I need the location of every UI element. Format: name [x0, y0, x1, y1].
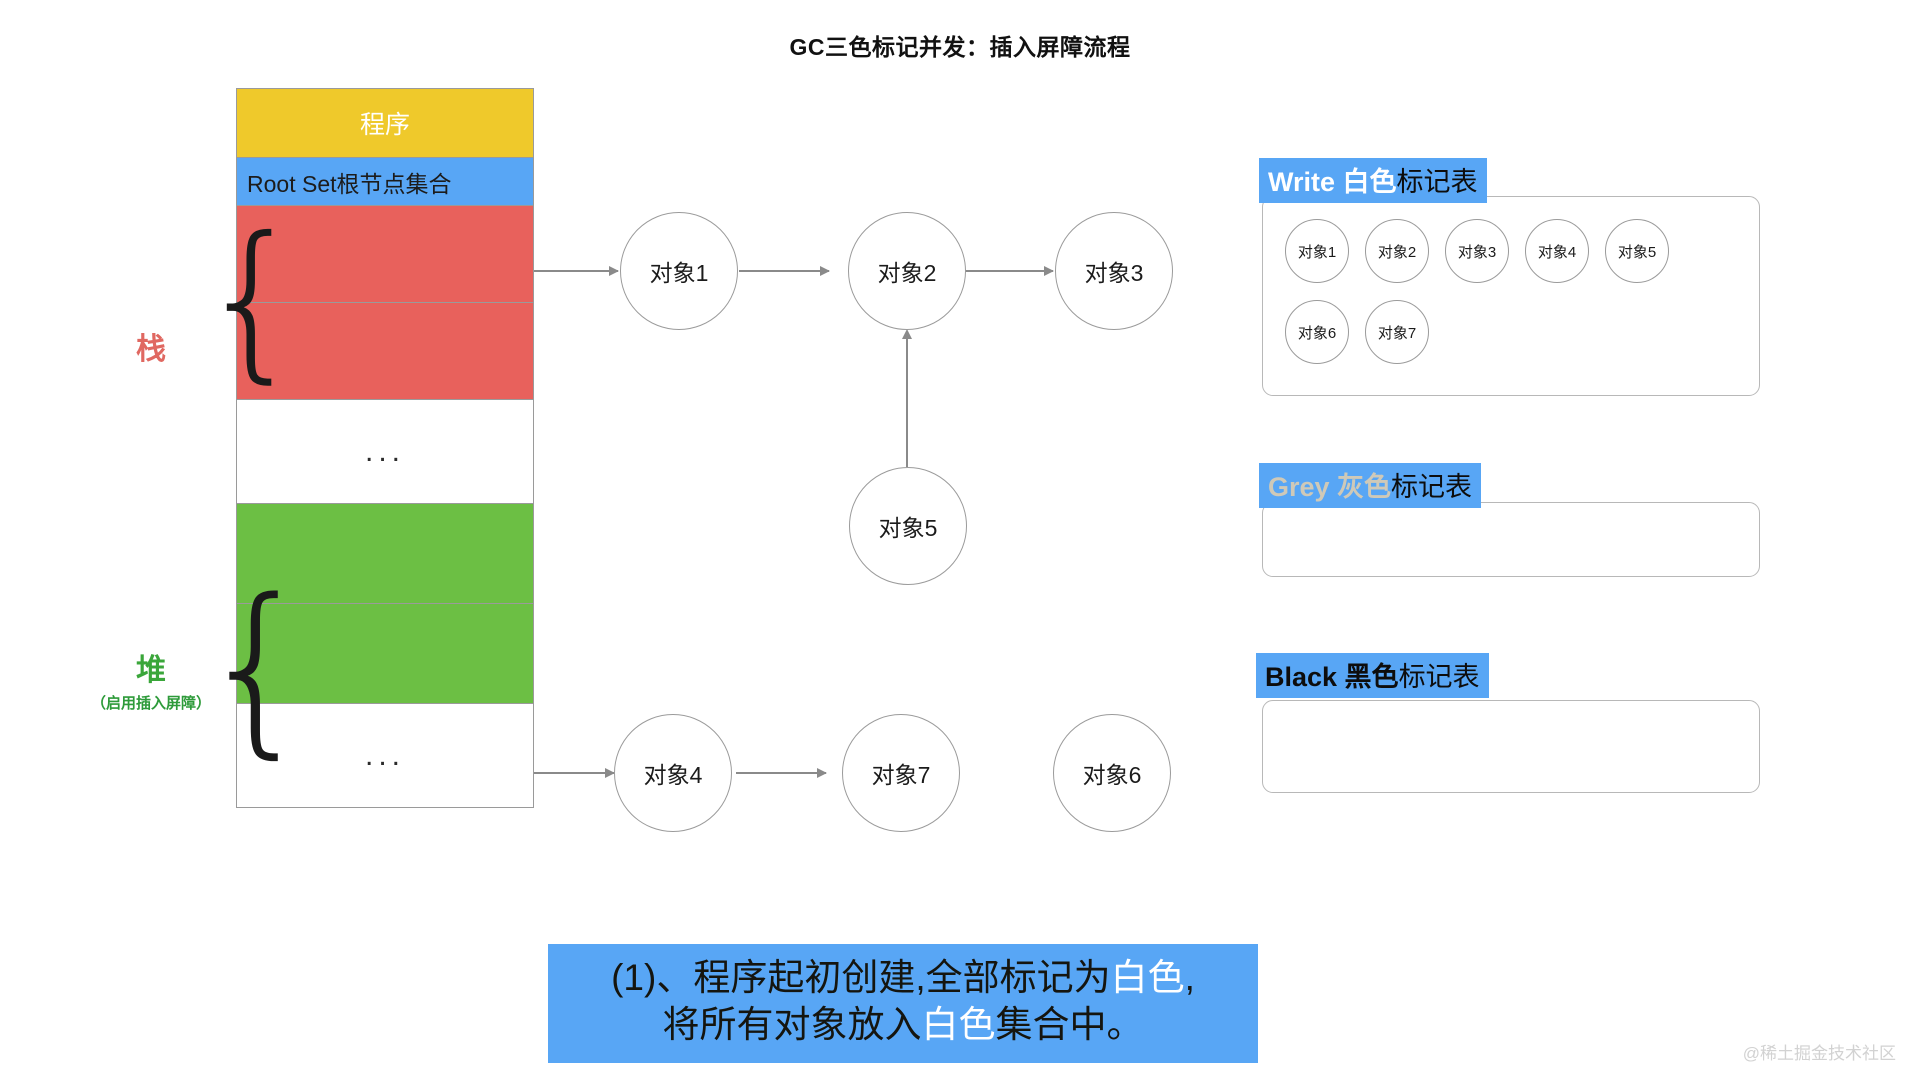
grey-title-rest: 标记表: [1391, 472, 1473, 502]
chip-obj2: 对象2: [1365, 219, 1429, 283]
node-label: 对象1: [649, 260, 709, 286]
node-label: 对象5: [878, 515, 938, 541]
program-label: 程序: [359, 111, 410, 139]
arrow-obj2-to-obj3: [965, 265, 1054, 276]
heap-brace: {: [198, 575, 316, 760]
watermark: @稀土掘金技术社区: [1742, 1044, 1896, 1063]
rootset-block: Root Set根节点集合: [236, 158, 534, 206]
caption-line1-a: (1)、程序起初创建,全部标记为: [611, 957, 1111, 998]
chip-label: 对象3: [1457, 243, 1497, 261]
stack-brace: {: [198, 215, 306, 385]
brace-glyph: {: [198, 559, 316, 775]
heap-label: 堆: [136, 654, 166, 687]
black-mark-table: [1262, 700, 1760, 793]
chip-label: 对象2: [1377, 243, 1417, 261]
white-title-rest: 标记表: [1396, 167, 1478, 197]
chip-obj4: 对象4: [1525, 219, 1589, 283]
chip-label: 对象1: [1297, 243, 1337, 261]
node-label: 对象6: [1082, 762, 1142, 788]
heap-slot-2: [236, 604, 534, 704]
chip-label: 对象7: [1377, 324, 1417, 342]
white-mark-table: 对象1 对象2 对象3 对象4 对象5 对象6 对象7: [1262, 196, 1760, 396]
black-title-rest: 标记表: [1398, 662, 1480, 692]
grey-table-title: Grey 灰色标记表: [1259, 463, 1482, 508]
chip-label: 对象6: [1297, 324, 1337, 342]
grey-title-strong: Grey 灰色: [1268, 472, 1392, 502]
caption-line2-b: 集合中。: [995, 1004, 1144, 1046]
stack-ellipsis-cell: ...: [236, 400, 534, 504]
arrow-obj1-to-obj2: [739, 265, 830, 276]
black-table-title: Black 黑色标记表: [1256, 653, 1489, 698]
chip-obj7: 对象7: [1365, 300, 1429, 364]
graph-node-obj3: 对象3: [1055, 212, 1173, 330]
node-label: 对象2: [877, 260, 937, 286]
graph-node-obj5: 对象5: [849, 467, 967, 585]
caption-line1-b: ,: [1184, 957, 1195, 998]
heap-sublabel: （启用插入屏障）: [90, 695, 211, 712]
chip-obj3: 对象3: [1445, 219, 1509, 283]
caption-line-1: (1)、程序起初创建,全部标记为白色,: [548, 954, 1258, 1001]
white-table-title: Write 白色标记表: [1259, 158, 1487, 203]
black-title-strong: Black 黑色: [1265, 662, 1399, 692]
brace-glyph: {: [198, 201, 307, 399]
white-table-row-2: 对象6 对象7: [1285, 300, 1759, 364]
program-block: 程序: [236, 88, 534, 158]
arrow-obj5-to-obj2: [901, 329, 912, 467]
white-table-row-1: 对象1 对象2 对象3 对象4 对象5: [1285, 219, 1759, 283]
caption-line1-highlight: 白色: [1110, 957, 1185, 998]
ellipsis-text: ...: [364, 738, 405, 772]
ellipsis-text: ...: [364, 434, 405, 468]
arrow-rootset-to-obj1: [534, 265, 619, 276]
graph-node-obj7: 对象7: [842, 714, 960, 832]
caption-line2-highlight: 白色: [921, 1004, 996, 1046]
rootset-label: Root Set根节点集合: [247, 170, 452, 197]
caption-box: (1)、程序起初创建,全部标记为白色, 将所有对象放入白色集合中。: [548, 944, 1258, 1063]
node-label: 对象4: [643, 762, 703, 788]
chip-obj1: 对象1: [1285, 219, 1349, 283]
caption-line-2: 将所有对象放入白色集合中。: [548, 1001, 1258, 1048]
stack-slot-2: [236, 303, 534, 400]
chip-obj6: 对象6: [1285, 300, 1349, 364]
stack-label: 栈: [136, 333, 166, 366]
graph-node-obj4: 对象4: [614, 714, 732, 832]
memory-column: 程序 Root Set根节点集合 ... ...: [236, 88, 534, 808]
caption-line2-a: 将所有对象放入: [662, 1004, 922, 1046]
graph-node-obj1: 对象1: [620, 212, 738, 330]
heap-slot-1: [236, 504, 534, 604]
graph-node-obj6: 对象6: [1053, 714, 1171, 832]
node-label: 对象3: [1084, 260, 1144, 286]
chip-label: 对象4: [1537, 243, 1577, 261]
white-title-strong: Write 白色: [1268, 167, 1397, 197]
chip-obj5: 对象5: [1605, 219, 1669, 283]
arrow-obj4-to-obj7: [736, 767, 827, 778]
page-title: GC三色标记并发：插入屏障流程: [789, 34, 1131, 60]
arrow-heap-to-obj4: [534, 767, 615, 778]
node-label: 对象7: [871, 762, 931, 788]
stack-slot-1: [236, 206, 534, 303]
chip-label: 对象5: [1617, 243, 1657, 261]
heap-ellipsis-cell: ...: [236, 704, 534, 808]
grey-mark-table: [1262, 502, 1760, 577]
graph-node-obj2: 对象2: [848, 212, 966, 330]
